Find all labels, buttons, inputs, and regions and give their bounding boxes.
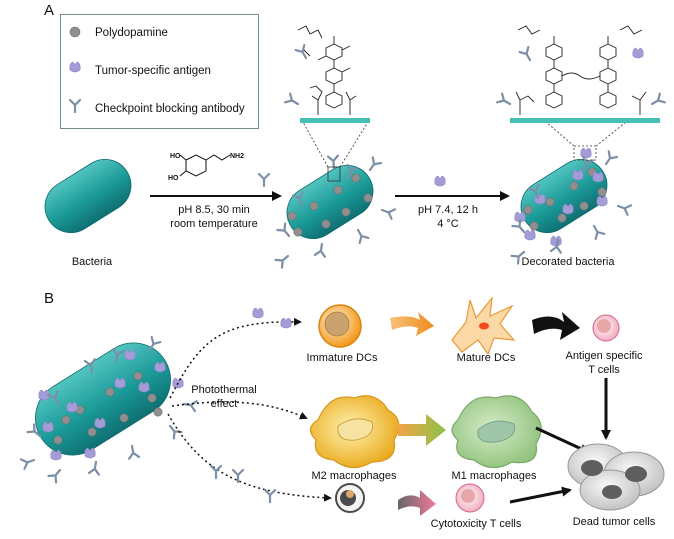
step1-condition-1: pH 8.5, 30 min [178,204,250,216]
photothermal-label-2: effect [210,398,238,410]
antigen-specific-t-cell [592,314,620,342]
antigen-specific-label-2: T cells [588,364,620,376]
orange-green-arrow [398,414,446,446]
step2-condition-2: 4 °C [437,218,459,230]
surface-bar-1 [300,118,370,123]
gray-pink-arrow [398,490,436,516]
reagent-ho-1: HO [170,153,181,160]
structure-antibody-2 [284,92,302,110]
immature-dc-cell [318,304,362,348]
m2-macrophages-label: M2 macrophages [311,470,397,482]
antigen-specific-label-1: Antigen specific [565,350,643,362]
black-arrow-to-t [532,312,580,340]
decorated-bacteria-label: Decorated bacteria [521,256,615,268]
legend-label-antibody: Checkpoint blocking antibody [95,103,245,115]
legend-item-antibody: Checkpoint blocking antibody [71,99,245,119]
panel-label-b: B [44,290,55,307]
legend-item-antigen: Tumor-specific antigen [71,61,211,81]
structure-antibody-1 [294,44,312,62]
bacterium-pda-coated [286,165,374,239]
immature-dcs-label: Immature DCs [306,352,378,364]
bacterium-plain [44,159,132,233]
bacteria-label: Bacteria [71,256,113,268]
legend-item-polydopamine: Polydopamine [71,23,168,43]
orange-arrow [390,312,434,336]
m2-macrophage-cell [309,395,400,469]
step2-condition-1: pH 7.4, 12 h [418,204,478,216]
dotted-arrow-to-m2 [171,401,308,420]
m1-macrophage-cell [451,395,542,469]
antibody-reagent-icon [257,172,271,188]
structure-antibody-3 [518,46,536,64]
released-antibody-1 [209,464,223,480]
mature-dcs-label: Mature DCs [456,352,516,364]
panel-label-a: A [44,2,55,19]
released-antibody-3 [263,488,277,504]
arrow-ctl-to-dead [509,486,572,504]
reagent-ho-2: HO [168,175,179,182]
released-antigen-1 [252,307,264,319]
legend: Polydopamine Tumor-specific antigen Chec… [60,14,259,129]
arrow-m1-to-dead [535,426,590,454]
mature-dc-cell [451,296,516,356]
legend-label-antigen: Tumor-specific antigen [95,65,211,77]
dead-tumor-cells [567,443,665,511]
reagent-nh2: NH2 [230,153,245,160]
step1-condition-2: room temperature [170,218,258,230]
dopamine-structure [179,154,231,177]
structure-antibody-4 [496,92,514,110]
photothermal-label-1: Photothermal [191,384,257,396]
naive-t-cell [335,483,365,513]
surface-bar-2 [510,118,660,123]
structure-antibody-5 [648,92,666,110]
m1-macrophages-label: M1 macrophages [451,470,537,482]
large-decorated-bacterium [35,342,171,456]
dotted-arrow-to-t [167,413,332,502]
released-antibody-2 [231,468,245,484]
polydopamine-structure-1 [297,25,357,115]
dead-tumor-cells-label: Dead tumor cells [572,516,656,528]
cytotoxic-t-cell [455,483,485,513]
zoom-box-2 [573,145,597,161]
cytotoxicity-t-cells-label: Cytotoxicity T cells [430,518,522,530]
dotted-arrow-to-dc [169,317,302,399]
antigen-reagent-icon [434,175,446,187]
structure-antigen-1 [632,47,644,59]
released-antigen-2 [280,317,292,329]
zoom-box [327,166,341,182]
legend-label-polydopamine: Polydopamine [95,27,168,39]
polydopamine-structure-2 [515,25,647,115]
